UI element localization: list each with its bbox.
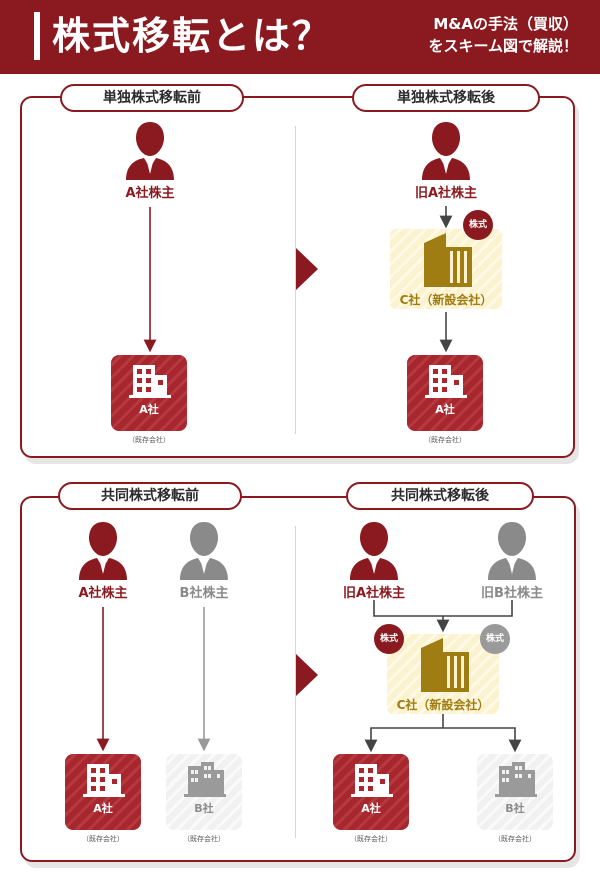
joint-after-title: 共同株式移転後 [346,482,534,510]
building-icon [351,764,393,797]
company-name: A社 [435,403,455,416]
building-icon [184,762,226,797]
shareholder-icon [484,520,540,580]
company-note: （既存会社） [350,835,392,843]
joint-before-title: 共同株式移転前 [58,482,242,510]
shareholder-label: 旧A社株主 [414,186,478,201]
shareholder-b-label: B社株主 [179,586,229,601]
company-name: B社 [194,802,214,815]
ownership-arrow [370,727,516,745]
company-a-building: A社 （既存会社） [65,754,141,843]
company-note: （既存会社） [128,436,170,444]
share-badge-b: 株式 [480,624,510,654]
page-title: 株式移転とは？ [52,14,333,58]
building-icon [129,365,171,398]
shareholder-a-label: 旧A社株主 [342,586,406,601]
company-note: （既存会社） [494,835,536,843]
page-subtitle: M&Aの手法（買収） をスキーム図で解説！ [428,13,578,57]
company-name: B社 [505,802,525,815]
panel-divider [295,526,296,838]
ownership-arrow [373,600,513,617]
shareholder-icon [122,120,178,180]
building-icon [495,762,537,797]
company-building: A社 （既存会社） [111,355,187,444]
company-building: A社 （既存会社） [407,355,483,444]
single-after-title: 単独株式移転後 [352,84,540,112]
new-company-label: C社（新設会社） [396,698,490,712]
building-icon [425,365,467,398]
panel-divider [295,126,296,434]
new-company-label: C社（新設会社） [399,293,493,307]
shareholder-icon [176,520,232,580]
subtitle-line-1: M&Aの手法（買収） [433,15,578,33]
building-icon [424,233,472,287]
company-note: （既存会社） [82,835,124,843]
company-note: （既存会社） [424,436,466,444]
new-holding-company: C社（新設会社） [387,634,499,714]
transition-arrow [296,248,318,290]
company-a-building: A社 （既存会社） [333,754,409,843]
subtitle-line-2: をスキーム図で解説！ [428,37,578,55]
shareholder-icon [418,120,474,180]
header-banner: 株式移転とは？ M&Aの手法（買収） をスキーム図で解説！ [0,0,600,74]
title-accent-bar [34,12,40,60]
building-icon [83,764,125,797]
company-b-building: B社 （既存会社） [477,754,553,843]
share-badge: 株式 [463,210,493,240]
new-holding-company: C社（新設会社） [390,229,502,309]
single-before-title: 単独株式移転前 [60,84,244,112]
share-badge-a: 株式 [374,624,404,654]
company-b-building: B社 （既存会社） [166,754,242,843]
shareholder-a-label: A社株主 [78,586,128,601]
company-note: （既存会社） [183,835,225,843]
shareholder-label: A社株主 [125,186,175,201]
company-name: A社 [361,802,381,815]
building-icon [421,638,469,692]
transition-arrow [296,654,318,696]
company-name: A社 [93,802,113,815]
shareholder-icon [75,520,131,580]
shareholder-icon [346,520,402,580]
shareholder-b-label: 旧B社株主 [481,586,543,601]
company-name: A社 [139,403,159,416]
